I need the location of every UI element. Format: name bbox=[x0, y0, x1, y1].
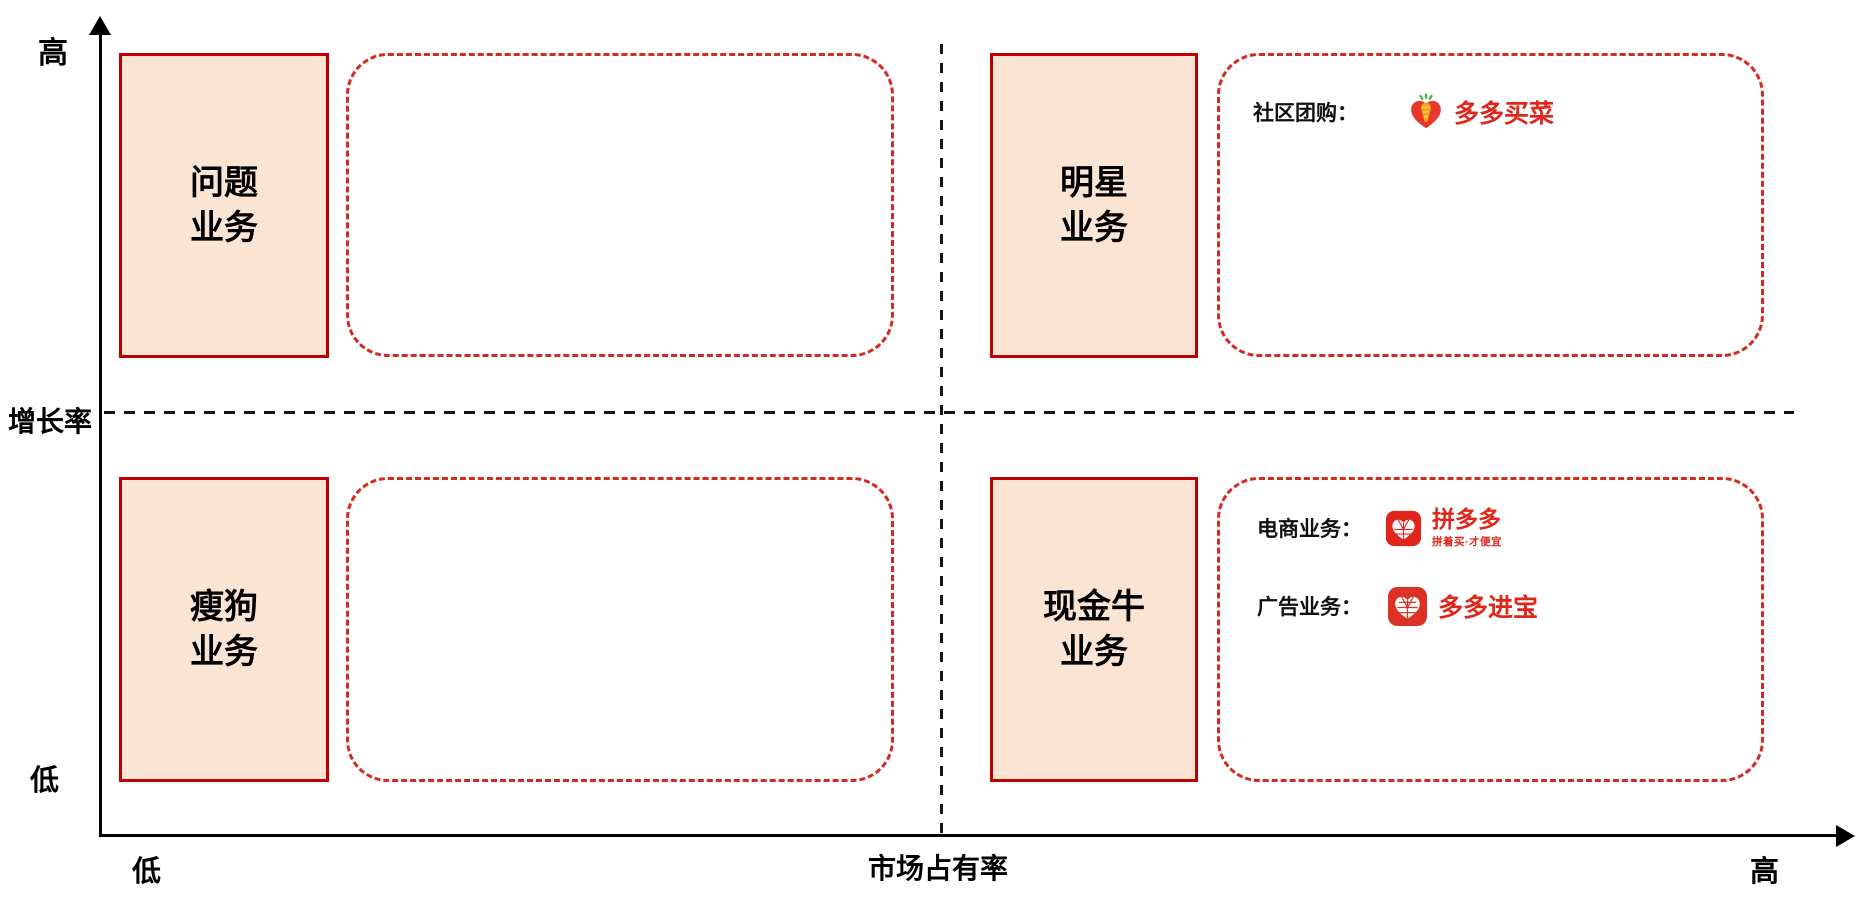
community-groupbuy-row: 社区团购： 多多买菜 bbox=[1253, 92, 1554, 132]
y-axis-title: 增长率 bbox=[8, 406, 93, 437]
dog-items-box bbox=[346, 477, 894, 782]
quadrant-dog-box: 瘦狗 业务 bbox=[119, 477, 329, 782]
quadrant-dog-label-line2: 业务 bbox=[190, 632, 258, 671]
quadrant-cash-cow-label-line2: 业务 bbox=[1060, 632, 1128, 671]
advertising-label: 广告业务： bbox=[1257, 596, 1362, 619]
x-axis-line bbox=[100, 834, 1840, 837]
ecommerce-row: 电商业务： 拼多多 拼着买·才便宜 bbox=[1257, 505, 1502, 551]
community-groupbuy-label: 社区团购： bbox=[1253, 102, 1358, 125]
pinduoduo-brand: 拼多多 bbox=[1432, 505, 1501, 532]
quadrant-star-label-line2: 业务 bbox=[1060, 208, 1128, 247]
advertising-row: 广告业务： 多多进宝 bbox=[1257, 582, 1538, 630]
x-axis-arrow-icon bbox=[1836, 825, 1855, 847]
market-share-divider-line bbox=[940, 44, 943, 834]
y-axis-line bbox=[99, 28, 102, 837]
star-items-box bbox=[1217, 53, 1764, 357]
pinduoduo-logo-icon bbox=[1385, 510, 1422, 546]
quadrant-dog-label-line1: 瘦狗 bbox=[190, 587, 258, 626]
y-axis-high-label: 高 bbox=[38, 37, 68, 70]
growth-rate-divider-line bbox=[104, 411, 1794, 414]
quadrant-star-box: 明星 业务 bbox=[990, 53, 1198, 358]
question-items-box bbox=[346, 53, 894, 357]
ecommerce-label: 电商业务： bbox=[1257, 518, 1362, 541]
y-axis-low-label: 低 bbox=[30, 765, 60, 797]
quadrant-cash-cow-label-line1: 现金牛 bbox=[1043, 587, 1145, 626]
pinduoduo-brand-stack: 拼多多 拼着买·才便宜 bbox=[1432, 505, 1502, 549]
duoduo-maicai-logo-icon bbox=[1411, 93, 1441, 129]
x-axis-title: 市场占有率 bbox=[868, 853, 1009, 884]
quadrant-question-box: 问题 业务 bbox=[119, 53, 329, 358]
x-axis-low-label: 低 bbox=[132, 856, 162, 888]
pinduoduo-tagline: 拼着买·才便宜 bbox=[1432, 535, 1502, 548]
y-axis-arrow-icon bbox=[89, 16, 111, 35]
quadrant-question-label-line1: 问题 bbox=[190, 163, 258, 202]
quadrant-question-label-line2: 业务 bbox=[190, 208, 258, 247]
duoduo-maicai-brand: 多多买菜 bbox=[1454, 100, 1555, 128]
duoduo-jinbao-brand: 多多进宝 bbox=[1438, 594, 1539, 622]
duoduo-jinbao-logo-icon bbox=[1388, 586, 1427, 626]
quadrant-cash-cow-box: 现金牛 业务 bbox=[990, 477, 1198, 782]
quadrant-star-label-line1: 明星 bbox=[1060, 163, 1128, 202]
x-axis-high-label: 高 bbox=[1750, 856, 1780, 888]
cash-cow-items-box bbox=[1217, 477, 1764, 782]
